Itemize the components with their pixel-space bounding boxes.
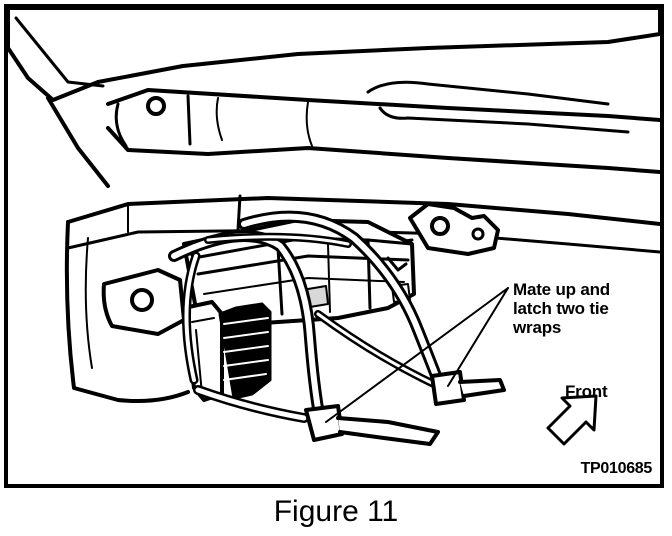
callout-leader-lines [325, 287, 509, 423]
right-mount-bracket [382, 202, 500, 256]
tie-wraps-callout: Mate up and latch two tie wraps [513, 280, 610, 337]
tie-wrap-installation-illustration [8, 8, 660, 446]
bracket-rail [106, 80, 660, 174]
right-tie-wrap [204, 210, 506, 406]
upper-body-panel [8, 8, 660, 188]
figure-caption: Figure 11 [273, 495, 399, 528]
figure-frame: Mate up and latch two tie wraps Front TP… [4, 4, 664, 488]
left-body-wall [64, 220, 190, 403]
front-arrow-icon [546, 394, 598, 446]
left-mount-bracket [101, 268, 186, 336]
front-direction-label: Front [565, 382, 608, 401]
part-number: TP010685 [580, 460, 653, 477]
